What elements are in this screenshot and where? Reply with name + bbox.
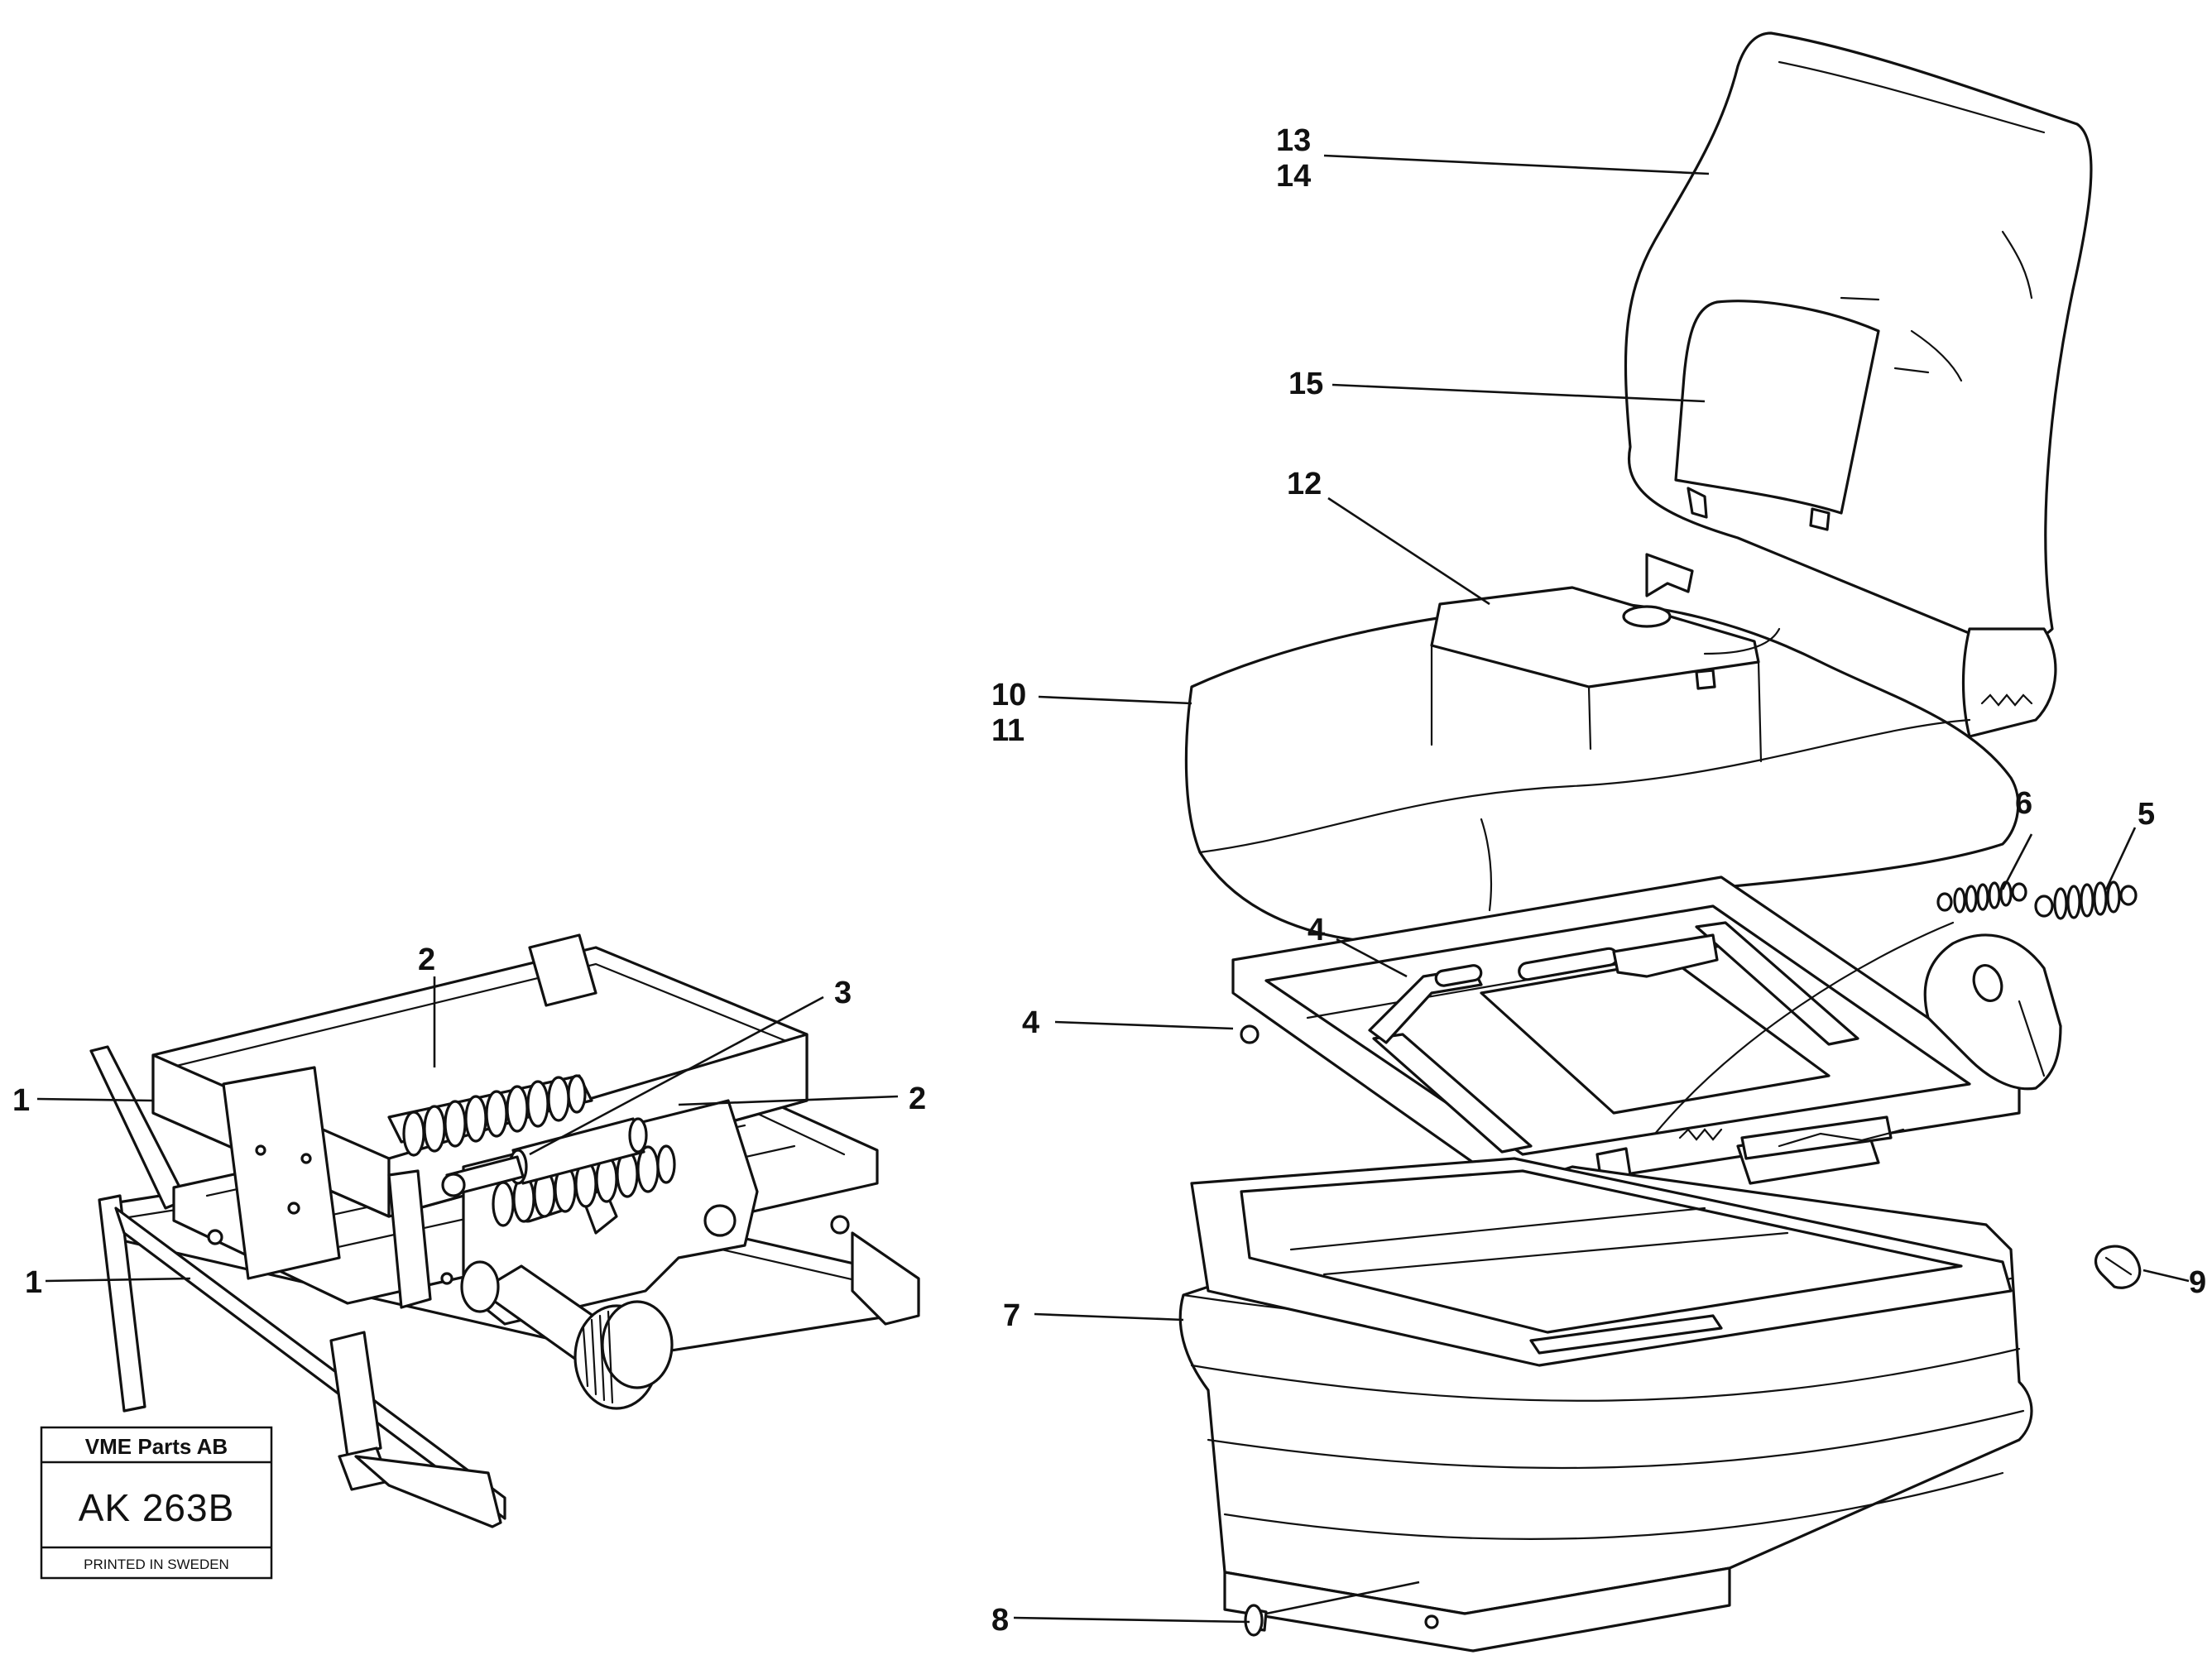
side-cover	[1923, 933, 2062, 1091]
callout-7: 7	[1003, 1298, 1020, 1333]
publisher-stamp: VME Parts AB AK 263B PRINTED IN SWEDEN	[40, 1426, 273, 1580]
callout-12: 12	[1287, 467, 1322, 501]
seat-cushion	[1184, 586, 2020, 945]
stamp-code: AK 263B	[79, 1486, 235, 1529]
callout-9: 9	[2189, 1265, 2206, 1300]
lower-spring	[492, 1144, 676, 1227]
callout-13: 13	[1276, 123, 1311, 158]
clip-9	[2094, 1245, 2142, 1289]
callout-8: 8	[991, 1603, 1009, 1638]
callout-4-left: 4	[1022, 1005, 1039, 1040]
callout-labels: 1 1 2 2 3 4 4 5 6 7 8 9 10 11 12 13 14 1…	[12, 123, 2206, 1638]
callout-15: 15	[1288, 367, 1323, 401]
stamp-footer: PRINTED IN SWEDEN	[84, 1557, 229, 1572]
callout-10: 10	[991, 678, 1026, 712]
leader-lines	[36, 154, 2190, 1624]
callout-2-top: 2	[418, 943, 435, 977]
left-rail-post	[98, 1194, 146, 1413]
height-adjust-knob	[460, 1260, 674, 1410]
callout-5: 5	[2138, 797, 2155, 832]
backrest	[1624, 31, 2093, 738]
suspension-mechanism	[89, 933, 920, 1528]
spring-6	[1936, 880, 2027, 914]
callout-1-lower: 1	[25, 1265, 42, 1300]
lumbar-pad	[1674, 300, 1880, 515]
seat-top-frame	[1231, 875, 2021, 1224]
knob-8	[1244, 1604, 1268, 1637]
callout-1-upper: 1	[12, 1083, 30, 1118]
callout-2-right: 2	[909, 1082, 926, 1116]
stamp-company: VME Parts AB	[85, 1434, 228, 1459]
spring-5	[2034, 880, 2138, 920]
callout-3: 3	[834, 976, 852, 1010]
callout-14: 14	[1276, 159, 1311, 194]
callout-4-top: 4	[1308, 913, 1325, 947]
bellows	[1178, 1157, 2033, 1653]
recline-quadrant	[1961, 627, 2057, 738]
shock-absorber	[441, 1117, 648, 1197]
callout-11: 11	[991, 713, 1024, 748]
callout-6: 6	[2015, 786, 2032, 821]
upper-spring	[387, 1074, 593, 1157]
